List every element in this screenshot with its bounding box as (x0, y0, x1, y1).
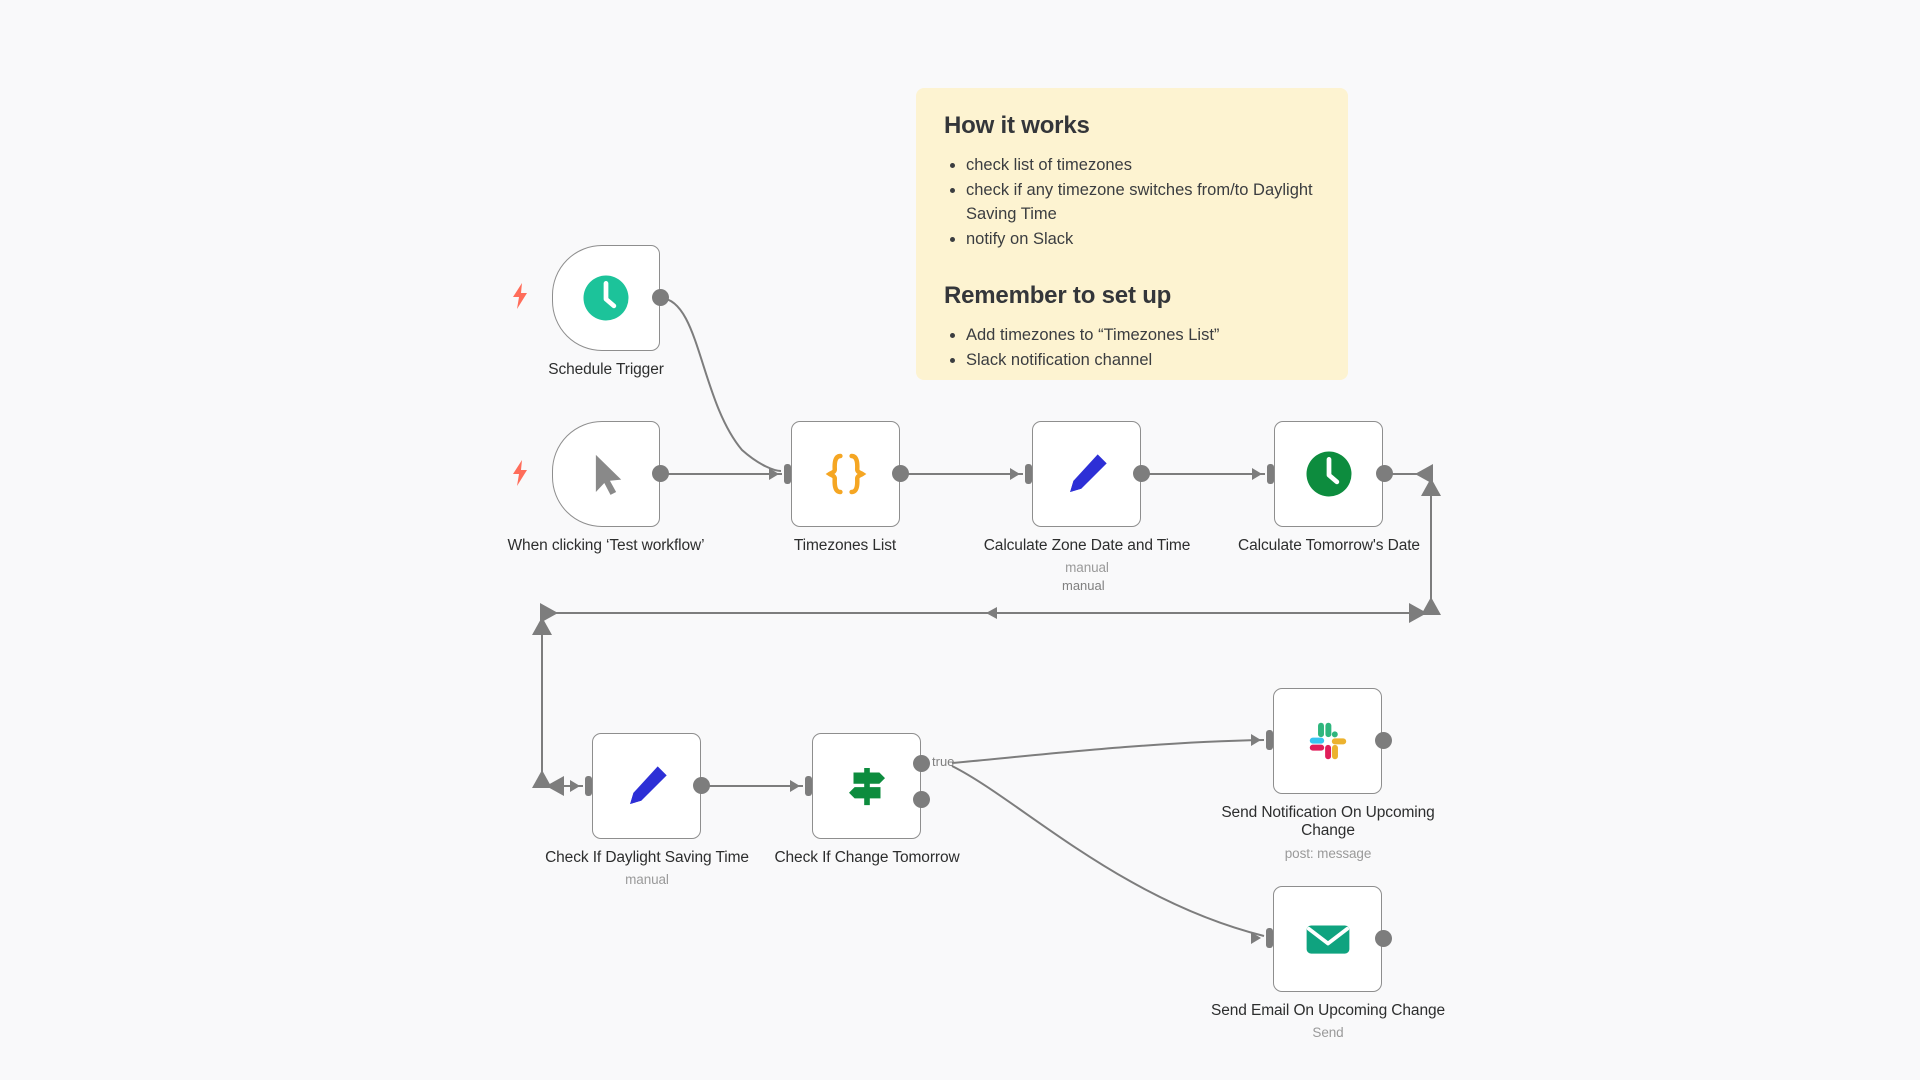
pencil-icon (629, 766, 667, 804)
input-endpoint-calculate-tomorrows-date[interactable] (1252, 464, 1274, 484)
output-endpoint-manual-trigger[interactable] (652, 465, 669, 482)
node-label-send-notification-on-upcoming-change: Send Notification On Upcoming Change pos… (1213, 804, 1443, 862)
cursor-icon (595, 454, 622, 495)
sticky-list-how-it-works: check list of timezones check if any tim… (944, 154, 1320, 252)
node-schedule-trigger[interactable] (552, 245, 660, 351)
input-endpoint-timezones-list[interactable] (769, 464, 791, 484)
output-endpoint-calculate-zone-date-and-time[interactable] (1133, 465, 1150, 482)
envelope-icon (1306, 925, 1349, 954)
sticky-heading-remember-to-set-up: Remember to set up (944, 281, 1172, 309)
signpost-icon (848, 768, 885, 806)
input-endpoint-check-if-daylight-saving-time[interactable] (570, 776, 592, 796)
node-send-email-on-upcoming-change[interactable] (1273, 886, 1382, 992)
node-calculate-zone-date-and-time[interactable] (1032, 421, 1141, 527)
node-label-check-if-change-tomorrow: Check If Change Tomorrow (774, 849, 960, 866)
edge-label-if-true: true (932, 754, 955, 769)
sticky-list-remember: Add timezones to “Timezones List” Slack … (944, 324, 1320, 373)
node-label-manual-trigger: When clicking ‘Test workflow’ (507, 537, 705, 554)
slack-icon (1309, 722, 1346, 760)
sticky-note[interactable]: How it works check list of timezones che… (916, 88, 1348, 380)
node-manual-trigger[interactable] (552, 421, 660, 527)
node-label-timezones-list: Timezones List (793, 537, 897, 554)
trigger-bolt-icon (510, 283, 530, 309)
node-send-notification-on-upcoming-change[interactable] (1273, 688, 1382, 794)
node-check-if-change-tomorrow[interactable] (812, 733, 921, 839)
input-endpoint-check-if-change-tomorrow[interactable] (790, 776, 812, 796)
edge-loop-arrowhead (986, 607, 997, 619)
code-braces-icon (825, 453, 866, 495)
output-endpoint-calculate-tomorrows-date[interactable] (1376, 465, 1393, 482)
sticky-bullet: check list of timezones (966, 154, 1320, 177)
output-endpoint-check-if-change-tomorrow-false[interactable] (913, 791, 930, 808)
output-endpoint-check-if-change-tomorrow-true[interactable] (913, 755, 930, 772)
sticky-bullet: Slack notification channel (966, 349, 1320, 372)
edge-if-true-to-slack (951, 739, 1265, 764)
sticky-bullet: check if any timezone switches from/to D… (966, 179, 1320, 226)
sticky-heading-how-it-works: How it works (944, 112, 1090, 139)
node-label-calculate-zone-date-and-time: Calculate Zone Date and Time manual (972, 537, 1202, 576)
input-endpoint-send-email-on-upcoming-change[interactable] (1251, 928, 1273, 948)
node-label-check-if-daylight-saving-time: Check If Daylight Saving Time manual (527, 849, 767, 888)
node-subtitle: post: message (1284, 845, 1372, 861)
edge-schedule-to-timezones (660, 297, 782, 472)
node-label-schedule-trigger: Schedule Trigger (548, 361, 664, 378)
node-subtitle: Send (1312, 1025, 1344, 1041)
clock-icon (1306, 451, 1351, 497)
output-endpoint-schedule-trigger[interactable] (652, 289, 669, 306)
node-subtitle: manual (1065, 560, 1109, 576)
input-endpoint-send-notification-on-upcoming-change[interactable] (1251, 730, 1273, 750)
trigger-bolt-icon (510, 460, 530, 486)
sticky-bullet: Add timezones to “Timezones List” (966, 324, 1320, 347)
node-check-if-daylight-saving-time[interactable] (592, 733, 701, 839)
edge-if-true-to-email (951, 765, 1265, 937)
node-label-send-email-on-upcoming-change: Send Email On Upcoming Change Send (1208, 1002, 1448, 1041)
edge-label-loop-back: manual (1060, 578, 1107, 593)
sticky-bullet: notify on Slack (966, 228, 1320, 251)
node-subtitle: manual (625, 872, 669, 888)
node-label-calculate-tomorrows-date: Calculate Tomorrow's Date (1238, 537, 1420, 554)
output-endpoint-timezones-list[interactable] (892, 465, 909, 482)
output-endpoint-check-if-daylight-saving-time[interactable] (693, 777, 710, 794)
pencil-icon (1069, 454, 1107, 492)
output-endpoint-send-email-on-upcoming-change[interactable] (1375, 930, 1392, 947)
node-timezones-list[interactable] (791, 421, 900, 527)
node-calculate-tomorrows-date[interactable] (1274, 421, 1383, 527)
input-endpoint-calculate-zone-date-and-time[interactable] (1010, 464, 1032, 484)
clock-icon (583, 275, 629, 321)
output-endpoint-send-notification-on-upcoming-change[interactable] (1375, 732, 1392, 749)
